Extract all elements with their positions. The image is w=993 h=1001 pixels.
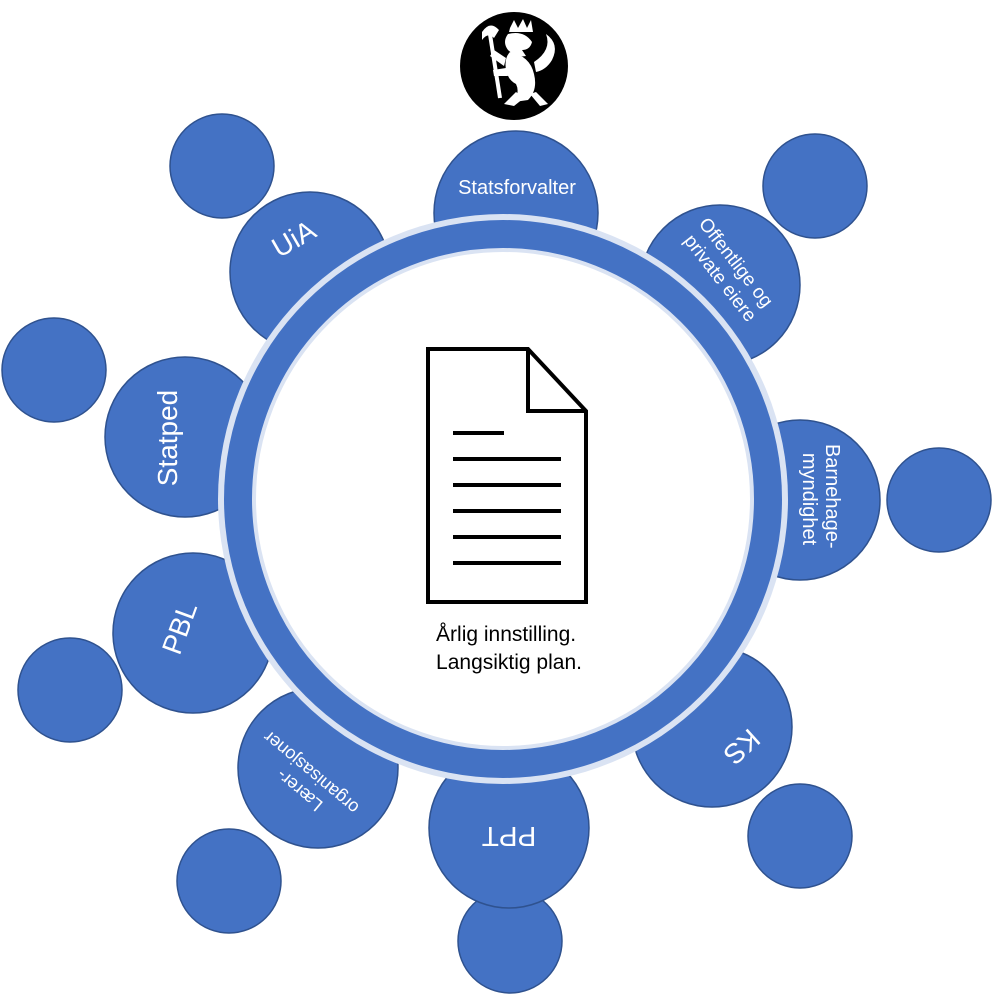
center-caption-line-1: Årlig innstilling. (436, 623, 576, 646)
center-caption: Årlig innstilling. Langsiktig plan. (436, 623, 582, 674)
label-statped: Statped (152, 390, 183, 487)
center-caption-line-2: Langsiktig plan. (436, 651, 582, 674)
satellite-circle-pbl (17, 637, 123, 743)
label-statsforvalter: Statsforvalter (458, 177, 576, 199)
satellite-circle-statped (1, 317, 107, 423)
satellite-circle-ks (747, 783, 853, 889)
satellite-circle-barnehage (886, 447, 992, 553)
norwegian-lion-coat-of-arms-icon (460, 12, 568, 120)
label-barnehagemyndighet: Barnehage- myndighet (798, 444, 843, 554)
satellite-circle-uia (169, 113, 275, 219)
label-ppt: PPT (482, 821, 536, 852)
satellite-circle-laerer (176, 828, 282, 934)
satellite-circle-offentlige (762, 133, 868, 239)
document-icon (426, 347, 588, 604)
satellite-circles (1, 113, 992, 994)
